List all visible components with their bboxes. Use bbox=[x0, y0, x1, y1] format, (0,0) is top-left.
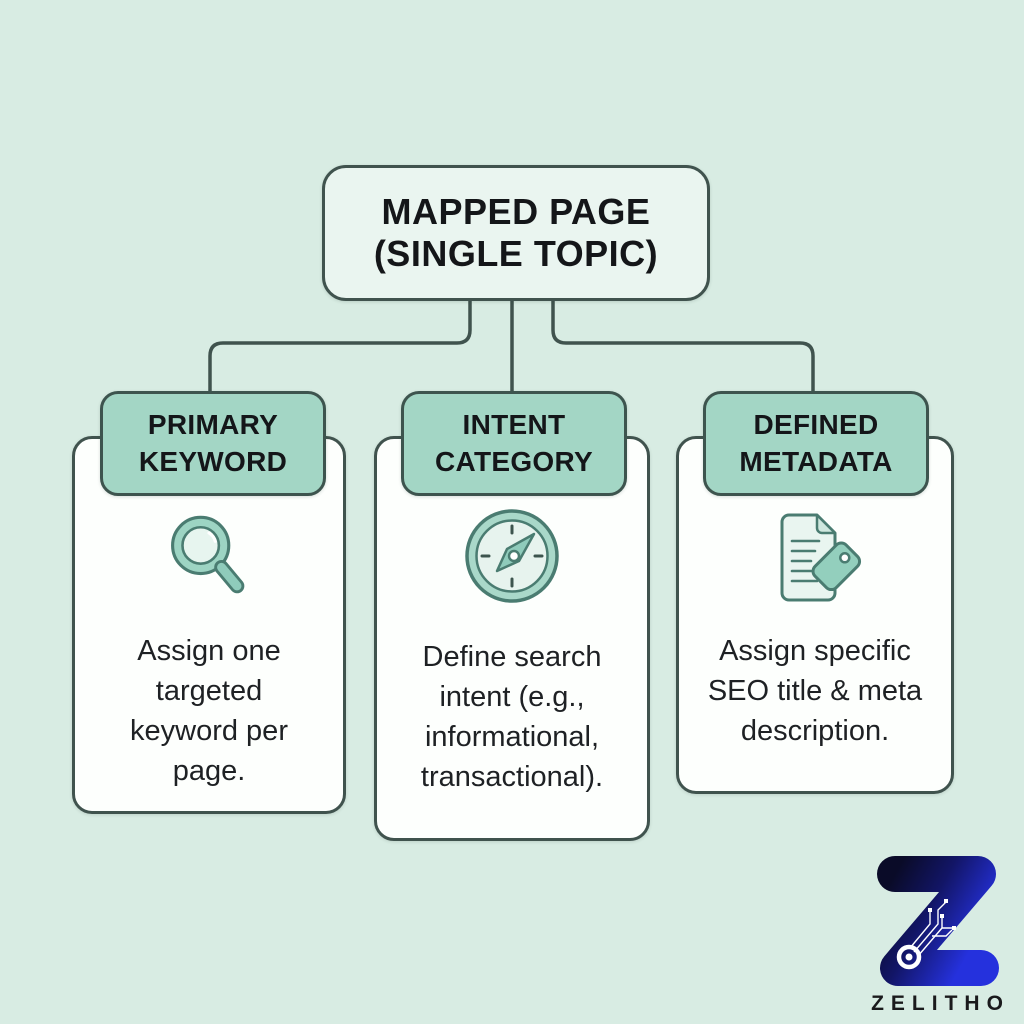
card-body-text: Assign specific SEO title & meta descrip… bbox=[707, 635, 923, 748]
badge-label: PRIMARY KEYWORD bbox=[138, 409, 288, 477]
magnifier-icon bbox=[157, 501, 261, 619]
root-node-title: MAPPED PAGE (SINGLE TOPIC) bbox=[373, 190, 659, 274]
header-badge-defined-metadata: DEFINED METADATA bbox=[703, 391, 929, 496]
badge-label: INTENT CATEGORY bbox=[435, 409, 593, 477]
circuit-pads bbox=[928, 899, 956, 930]
header-badge-intent-category: INTENT CATEGORY bbox=[401, 391, 627, 496]
card-intent-category: Define search intent (e.g., informationa… bbox=[374, 436, 650, 841]
root-node-mapped-page: MAPPED PAGE (SINGLE TOPIC) bbox=[322, 165, 710, 301]
zelitho-z-logo-icon bbox=[877, 856, 999, 986]
header-badge-primary-keyword: PRIMARY KEYWORD bbox=[100, 391, 326, 496]
connector-left bbox=[208, 295, 472, 392]
brand-name: ZELITHO bbox=[871, 992, 1010, 1015]
compass-icon bbox=[457, 497, 567, 615]
document-tag-icon bbox=[759, 501, 871, 619]
card-body-text: Assign one targeted keyword per page. bbox=[130, 635, 288, 788]
card-body-text: Define search intent (e.g., informationa… bbox=[420, 641, 604, 794]
brand-logo: ZELITHO bbox=[852, 852, 1022, 1020]
circuit-traces bbox=[909, 901, 954, 957]
badge-label: DEFINED METADATA bbox=[739, 409, 893, 477]
connector-right bbox=[551, 295, 815, 392]
card-primary-keyword: Assign one targeted keyword per page. bbox=[72, 436, 346, 814]
